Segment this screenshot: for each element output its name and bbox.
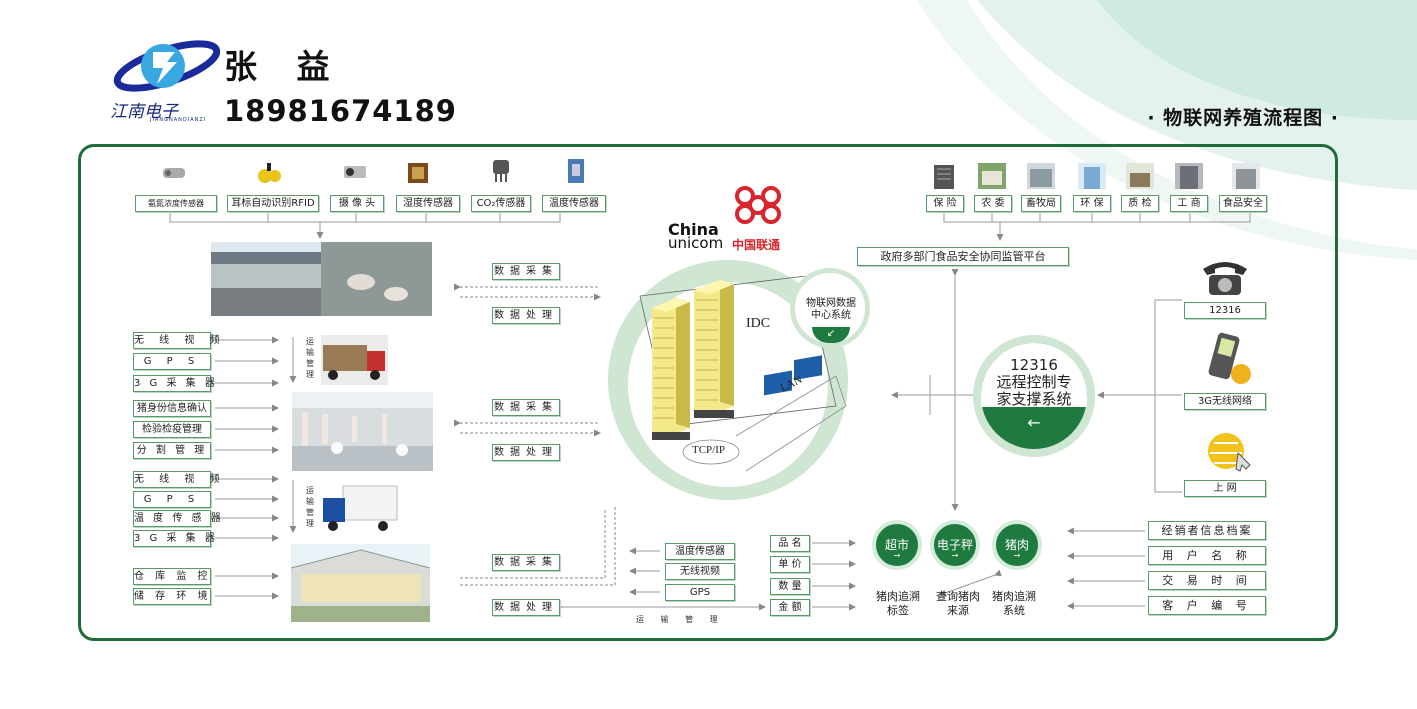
slaughterhouse-photo (292, 392, 433, 471)
channel-internet-label: 上 网 (1184, 480, 1266, 497)
inspection-label: 检验检疫管理 (133, 421, 211, 438)
refrigerated-truck-photo (319, 482, 399, 536)
internet-icon (1208, 433, 1251, 472)
idc-label: IDC (746, 316, 771, 331)
customer-number-label: 客 户 编 号 (1148, 596, 1266, 615)
remote-system-arrow-button[interactable]: ← (1027, 413, 1041, 432)
remote-system-line2: 远程控制专 (996, 373, 1072, 391)
dept-environment-label: 环 保 (1073, 195, 1111, 212)
dept-food-safety-label: 食品安全 (1219, 195, 1267, 212)
quality-building-icon (1126, 163, 1154, 189)
camera-icon (344, 166, 366, 178)
environment-building-icon (1078, 163, 1106, 189)
company-logo-icon (113, 40, 220, 92)
food-safety-building-icon (1232, 163, 1260, 189)
pork-trace-system-label: 猪肉追溯系统 (992, 590, 1036, 617)
data-collect-label-3: 数据采集 (492, 554, 560, 571)
3g-collector-label-1: 3 G 采 集 器 (133, 375, 215, 392)
bottom-gps-label: GPS (665, 584, 735, 601)
transport-management-bottom: 运 输 管 理 (636, 615, 725, 624)
pork-button[interactable]: 猪肉→ (992, 520, 1042, 570)
sensor-label-humidity: 湿度传感器 (396, 195, 460, 212)
sale-item-price-label: 单 价 (770, 556, 810, 573)
data-process-label-2: 数据处理 (492, 444, 560, 461)
agriculture-building-icon (978, 163, 1006, 189)
gps-label-2: G P S (133, 491, 211, 508)
warehouse-monitor-label: 仓 库 监 控 (133, 568, 211, 585)
dept-insurance-label: 保 险 (926, 195, 964, 212)
wireless-video-label-1: 无 线 视 频 (133, 332, 220, 349)
mobile-phone-icon (1208, 332, 1251, 384)
humidity-sensor-icon (408, 163, 428, 183)
data-collect-label-2: 数据采集 (492, 399, 560, 416)
pork-trace-tag-label: 猪肉追溯标签 (876, 590, 920, 617)
ammonia-sensor-icon (163, 168, 185, 178)
contact-phone: 18981674189 (224, 94, 457, 128)
animal-bureau-building-icon (1027, 163, 1055, 189)
insurance-building-icon (934, 165, 954, 189)
unicom-text: unicom (668, 234, 724, 252)
sale-item-name-label: 品 名 (770, 535, 810, 552)
data-center-arrow-button[interactable]: ↙ (812, 327, 850, 343)
sensor-label-ammonia: 氨氮浓度传感器 (135, 195, 217, 212)
commerce-building-icon (1175, 163, 1203, 189)
channel-12316-label: 12316 (1184, 302, 1266, 319)
warehouse-photo (291, 544, 430, 622)
dept-animal-label: 畜牧局 (1021, 195, 1061, 212)
data-center-title: 物联网数据中心系统 (806, 298, 856, 321)
bottom-temperature-sensor-label: 温度传感器 (665, 543, 735, 560)
wireless-video-label-2: 无 线 视 频 (133, 471, 220, 488)
co2-sensor-icon (493, 160, 509, 182)
unicom-cn-text: 中国联通 (732, 238, 781, 252)
pig-truck-photo (321, 335, 388, 385)
temperature-sensor-label-2: 温 度 传 感 器 (133, 510, 221, 527)
dealer-info-label: 经销者信息档案 (1148, 521, 1266, 540)
page-title: · 物联网养殖流程图 · (1147, 107, 1339, 129)
transport-management-vertical-2: 运输管理 (306, 486, 314, 528)
sensor-label-temperature: 温度传感器 (542, 195, 606, 212)
electronic-scale-button[interactable]: 电子秤→ (930, 520, 980, 570)
remote-system-line1: 12316 (1010, 356, 1058, 374)
supervision-platform-label: 政府多部门食品安全协同监管平台 (857, 247, 1069, 266)
telephone-icon (1203, 262, 1247, 295)
gps-label-1: G P S (133, 353, 211, 370)
transport-management-vertical-1: 运输管理 (306, 337, 314, 379)
pig-identity-label: 猪身份信息确认 (133, 400, 211, 417)
data-process-label-3: 数据处理 (492, 599, 560, 616)
temperature-sensor-icon (568, 159, 584, 183)
pig-farm-photo (211, 242, 432, 316)
rfid-tag-icon (258, 163, 281, 183)
cutting-management-label: 分 割 管 理 (133, 442, 211, 459)
remote-system-line3: 家支撑系统 (996, 390, 1072, 408)
dept-commerce-label: 工 商 (1170, 195, 1208, 212)
sale-item-quantity-label: 数 量 (770, 578, 810, 595)
supermarket-button[interactable]: 超市→ (872, 520, 922, 570)
dept-agriculture-label: 农 委 (974, 195, 1012, 212)
idc-servers-illustration (639, 276, 847, 472)
sensor-label-rfid: 耳标自动识别RFID (227, 195, 319, 212)
data-process-label-1: 数据处理 (492, 307, 560, 324)
data-collect-label-1: 数据采集 (492, 263, 560, 280)
sale-item-amount-label: 金 额 (770, 599, 810, 616)
channel-3g-label: 3G无线网络 (1184, 393, 1266, 410)
contact-name: 张 益 (224, 47, 344, 86)
query-pork-source-label: 查询猪肉来源 (936, 590, 980, 617)
logo-text: 江南电子 (110, 102, 178, 122)
logo-subtext: JIANGNANDIANZI (150, 117, 207, 123)
diagram-frame (78, 144, 1338, 641)
sensor-label-camera: 摄 像 头 (330, 195, 384, 212)
bottom-wireless-video-label: 无线视频 (665, 563, 735, 580)
sensor-label-co2: CO₂传感器 (471, 195, 531, 212)
storage-environment-label: 储 存 环 境 (133, 588, 211, 605)
china-unicom-logo-icon (735, 186, 781, 224)
unicom-china-text: China (668, 220, 719, 239)
user-name-label: 用 户 名 称 (1148, 546, 1266, 565)
3g-collector-label-2: 3 G 采 集 器 (133, 530, 215, 547)
tcp-ip-label: TCP/IP (692, 444, 726, 456)
dept-quality-label: 质 检 (1121, 195, 1159, 212)
trade-time-label: 交 易 时 间 (1148, 571, 1266, 590)
